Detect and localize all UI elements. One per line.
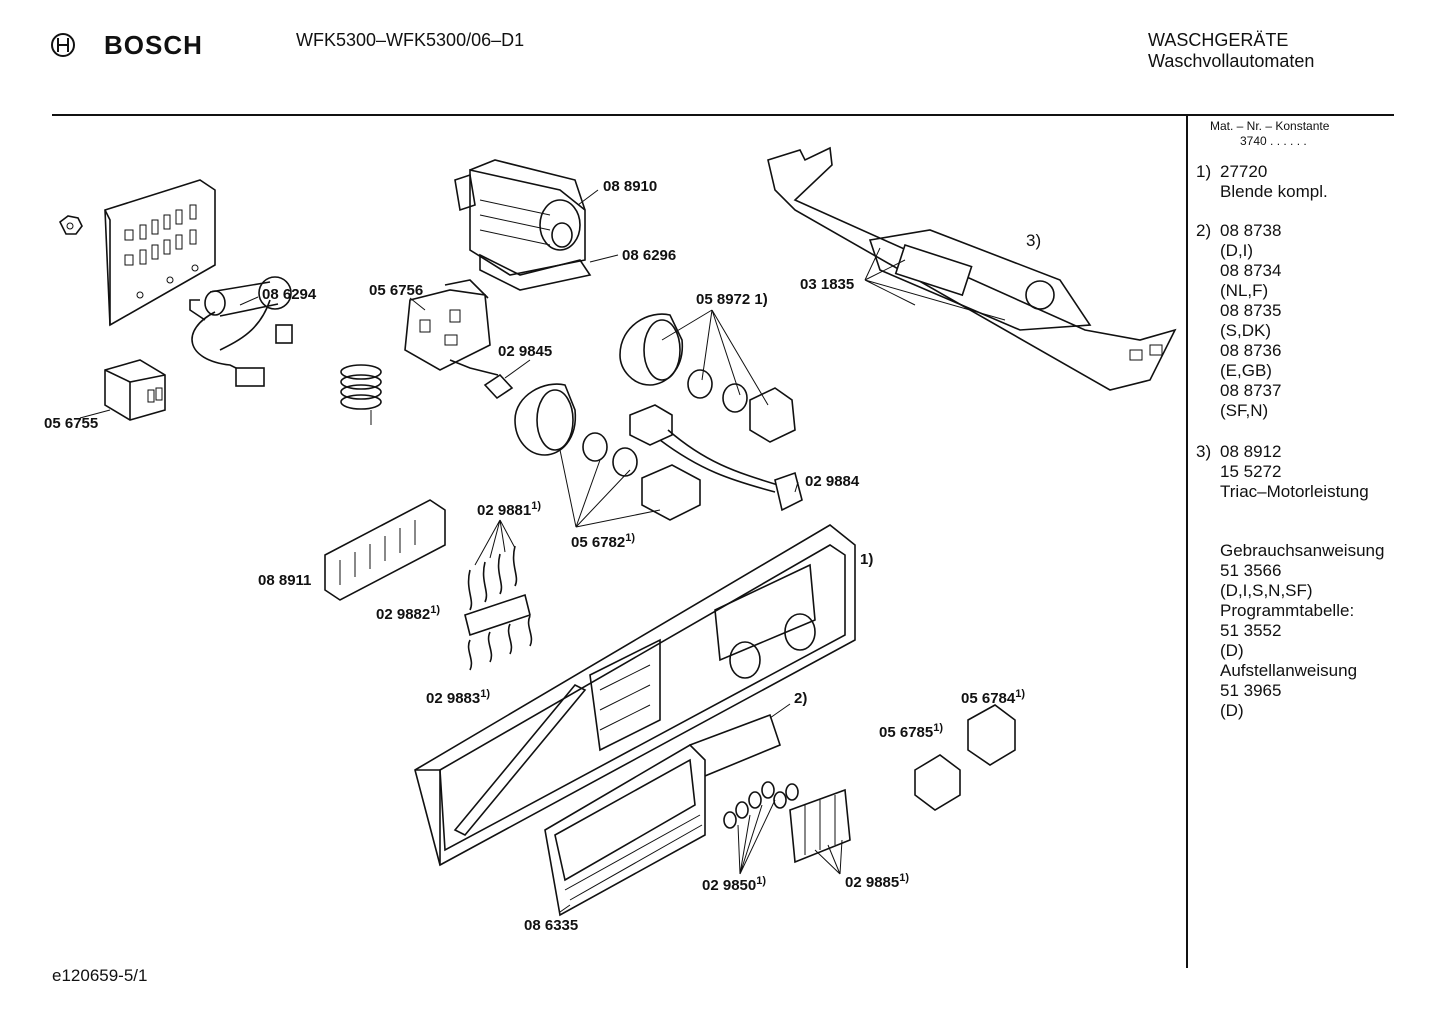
documents-list: Gebrauchsanweisung 51 3566 (D,I,S,N,SF) …	[1220, 541, 1385, 720]
mounting-bracket	[104, 179, 216, 327]
door-lock-unit	[454, 159, 592, 291]
label-029881: 02 98811)	[477, 500, 542, 519]
mat-heading: Mat. – Nr. – Konstante	[1210, 119, 1330, 133]
push-buttons	[789, 788, 851, 864]
note-2: 2)08 8738 (D,I) 08 8734 (NL,F) 08 8735 (…	[1196, 221, 1282, 420]
label-088910: 08 8910	[603, 178, 658, 195]
label-056756: 05 6756	[369, 282, 424, 299]
wire-harness	[629, 404, 803, 512]
brand-name: BOSCH	[104, 30, 203, 60]
sidebar-divider	[1186, 116, 1188, 968]
label-029850: 02 98501)	[702, 875, 767, 894]
label-058972: 05 8972 1)	[696, 291, 768, 308]
hex-nut	[58, 215, 83, 235]
interference-filter	[189, 276, 293, 387]
note-1: 1)27720 Blende kompl.	[1196, 162, 1328, 201]
mark-1-fascia: 1)	[860, 551, 874, 568]
button-springs	[723, 781, 799, 829]
label-056755: 05 6755	[44, 415, 99, 432]
label-056785: 05 67851)	[879, 722, 944, 741]
bosch-logo-icon	[50, 32, 76, 63]
leader-lines	[79, 189, 1006, 913]
label-029884: 02 9884	[805, 473, 860, 490]
subcategory-title: Waschvollautomaten	[1148, 51, 1315, 71]
label-031835: 03 1835	[800, 276, 855, 293]
label-056784: 05 67841)	[961, 688, 1026, 707]
label-029883: 02 98831)	[426, 688, 491, 707]
label-086335: 08 6335	[524, 917, 579, 934]
drawing-code: e120659-5/1	[52, 966, 148, 985]
label-029882: 02 98821)	[376, 604, 441, 623]
program-selector	[340, 279, 499, 425]
label-088911: 08 8911	[258, 572, 312, 589]
category-title: WASCHGERÄTE	[1148, 30, 1289, 50]
label-086296: 08 6296	[622, 247, 677, 264]
relay-block	[104, 359, 166, 421]
program-flap	[544, 743, 706, 917]
header-divider	[52, 114, 1394, 116]
label-056782: 05 67821)	[571, 532, 636, 551]
label-086294: 08 6294	[262, 286, 317, 303]
knob-adapters	[641, 387, 796, 521]
button-bar	[324, 499, 446, 601]
knob-small-1	[914, 754, 961, 811]
contact-springs	[464, 545, 533, 671]
knob-washers	[582, 369, 748, 477]
mark-2-cover: 2)	[794, 690, 808, 707]
triac-control-board	[767, 146, 1177, 391]
knob-small-2	[967, 704, 1016, 766]
mark-3-board: 3)	[1026, 231, 1042, 250]
knob-cap-large	[514, 383, 577, 456]
model-number: WFK5300–WFK5300/06–D1	[296, 30, 525, 50]
label-029885: 02 98851)	[845, 872, 910, 891]
connector-sleeve	[483, 373, 514, 400]
knob-cap-upper	[619, 313, 683, 386]
fascia-panel	[414, 524, 856, 867]
label-029845: 02 9845	[498, 343, 553, 360]
note-3: 3)08 8912 15 5272 Triac–Motorleistung	[1196, 442, 1369, 501]
mat-value: 3740 . . . . . .	[1240, 134, 1307, 148]
